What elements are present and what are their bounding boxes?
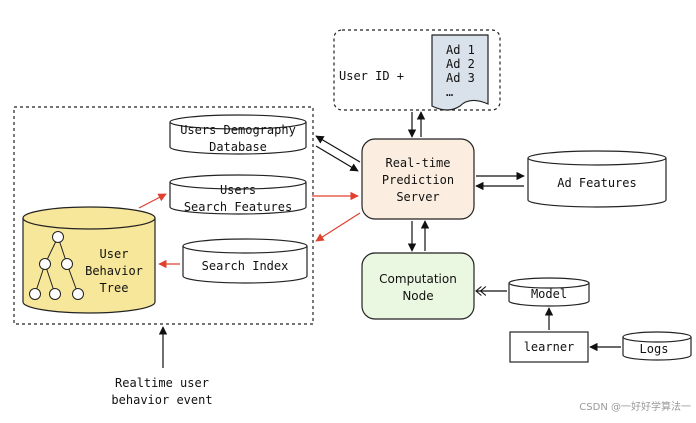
model-database: Model [508,277,590,307]
users-demography-label-1: Users Demography [180,123,296,137]
model-label: Model [531,287,567,301]
user-behavior-tree-label-1: User [100,247,129,261]
users-search-features-label-1: Users [220,183,256,197]
logs-database: Logs [622,331,692,361]
ad-features-database: Ad Features [527,150,667,208]
computation-node-label-2: Node [402,289,433,303]
users-search-features-label-2: Search Features [184,200,292,214]
ad-list-document: Ad 1 Ad 2 Ad 3 … [431,34,489,111]
computation-node-label-1: Computation [379,272,457,286]
user-behavior-tree-label-2: Behavior [85,264,143,278]
arrow-server-to-demography [315,135,361,163]
user-behavior-tree-database: User Behavior Tree [22,206,156,314]
users-demography-label-2: Database [209,140,267,154]
logs-label: Logs [640,342,669,356]
tree-icon [29,231,84,300]
arrow-server-to-search-index [315,212,361,242]
user-behavior-tree-label-3: Tree [100,281,129,295]
ad-item: Ad 2 [446,57,475,71]
ad-request-box: User ID + Ad 1 Ad 2 Ad 3 … [333,29,501,111]
ad-item: Ad 3 [446,71,475,85]
search-index-label: Search Index [202,259,289,273]
ad-item: … [446,85,453,99]
ad-item: Ad 1 [446,43,475,57]
connector-arrows [158,111,621,368]
arrow-tree-to-search-features [138,193,167,209]
learner-label: learner [524,340,575,354]
learner-box: learner [509,331,589,363]
computation-node: Computation Node [361,252,475,320]
event-label-1: Realtime user [115,376,209,390]
user-id-label: User ID + [339,69,404,83]
server-label-2: Prediction [382,173,454,187]
red-connector-arrows [138,191,361,269]
server-label-3: Server [396,190,439,204]
server-label-1: Real-time [385,156,450,170]
search-index-database: Search Index [182,238,308,284]
realtime-prediction-server: Real-time Prediction Server [361,138,475,220]
event-label-2: behavior event [111,393,212,407]
ad-features-label: Ad Features [557,176,636,190]
arrow-demography-to-server [315,145,359,172]
users-search-features-database: Users Search Features [169,174,307,215]
users-demography-database: Users Demography Database [169,114,307,155]
watermark-text: CSDN @一好好学算法一 [579,400,691,413]
